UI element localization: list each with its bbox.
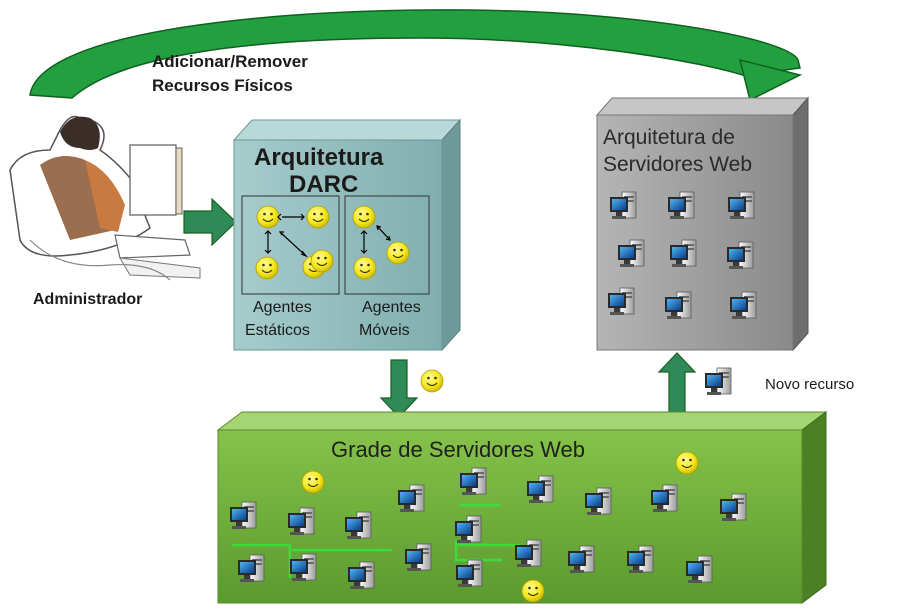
- arc-label-line1: Adicionar/Remover: [152, 52, 308, 71]
- arc-arrow: [29, 9, 801, 99]
- transit-agent-smiley: [420, 369, 444, 393]
- darc-box: [232, 118, 462, 352]
- web-arch-title-line1: Arquitetura de: [603, 126, 735, 149]
- arc-label-line2: Recursos Físicos: [152, 76, 293, 95]
- agent-smiley: [310, 249, 334, 273]
- new-resource-label: Novo recurso: [765, 376, 855, 393]
- agent-smiley: [256, 205, 280, 229]
- arrow-admin-to-darc: [183, 197, 237, 247]
- web-arch-servers: [607, 191, 757, 320]
- agent-smiley: [386, 241, 410, 265]
- new-resource-computer: [704, 367, 732, 396]
- agent-smiley: [306, 205, 330, 229]
- static-agents-label-line1: Agentes: [253, 299, 312, 316]
- arrow-grid-to-web: [657, 352, 697, 414]
- static-agents-label-line2: Estáticos: [245, 322, 310, 339]
- mobile-agents-group: [352, 205, 410, 280]
- static-agents-group: [255, 205, 334, 280]
- agent-smiley: [353, 256, 377, 280]
- grid-agent-smiley: [301, 470, 325, 494]
- grid-title: Grade de Servidores Web: [331, 437, 585, 462]
- grid-agent-smiley: [521, 579, 545, 603]
- administrator-figure: [9, 115, 201, 281]
- darc-title-line1: Arquitetura: [254, 144, 384, 171]
- agent-smiley: [352, 205, 376, 229]
- mobile-agents-label-line1: Agentes: [362, 299, 421, 316]
- arrow-darc-to-grid: [379, 359, 419, 418]
- administrator-label: Administrador: [33, 291, 143, 308]
- darc-title-line2: DARC: [289, 171, 359, 198]
- mobile-agents-label-line2: Móveis: [359, 322, 410, 339]
- agent-smiley: [255, 256, 279, 280]
- web-arch-title-line2: Servidores Web: [603, 153, 753, 176]
- grid-agent-smiley: [675, 451, 699, 475]
